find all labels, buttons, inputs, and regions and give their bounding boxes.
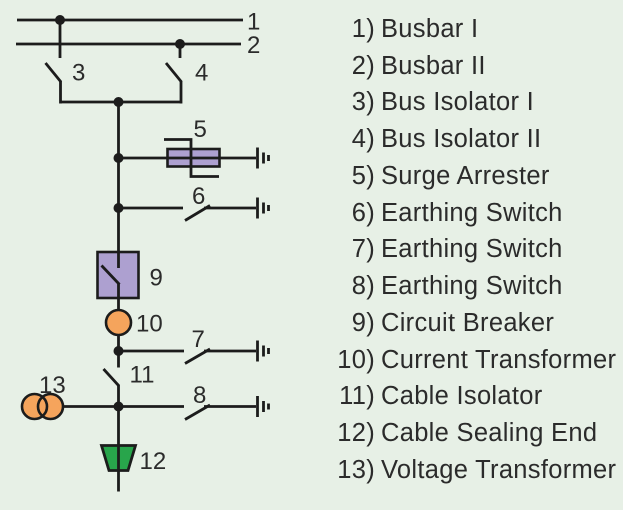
junction-dot [113,153,124,163]
legend-item-label: Busbar I [381,14,479,43]
earth-symbol [256,147,270,169]
switch-blade [102,368,121,387]
legend-item: 12) Cable Sealing End [330,419,622,448]
cable-isolator-symbol [102,368,121,492]
legend-item-number: 9) [351,308,375,337]
junction-dot [113,97,124,107]
earthing-switch-8 [118,396,270,421]
legend-item-number: 13) [337,455,375,484]
earthing-switch-6-label: 6 [192,183,205,210]
busbar-section [16,18,243,58]
legend-item: 9) Circuit Breaker [330,309,622,338]
legend-item: 6) Earthing Switch [330,199,622,228]
bus-isolator-1-label: 3 [72,60,85,87]
busbar-1-label: 1 [247,9,260,36]
junction-dot [175,39,185,49]
cable-sealing-end-label: 12 [140,448,167,475]
legend-item: 11) Cable Isolator [330,382,622,411]
legend-item: 5) Surge Arrester [330,162,622,191]
legend-item-number: 12) [337,419,375,448]
junction-dot [113,401,124,412]
busbar-2-label: 2 [247,32,260,59]
substation-bay-diagram: 1 2 3 4 5 6 7 8 9 10 11 12 13 [16,9,270,492]
legend-item-number: 6) [351,198,375,227]
earthing-switch-7-label: 7 [192,326,205,353]
legend-item: 3) Bus Isolator I [330,88,622,117]
legend-item: 2) Busbar II [330,52,622,81]
legend-item-label: Current Transformer [381,345,617,374]
legend-item-label: Circuit Breaker [381,308,555,337]
earth-symbol [256,197,270,219]
junction-dot [113,346,124,356]
legend-item-label: Bus Isolator I [381,88,535,117]
bus-isolator-2-label: 4 [195,60,208,87]
legend-item-label: Earthing Switch [381,272,563,301]
earth-symbol [256,396,270,417]
surge-arrester-label: 5 [194,116,207,143]
legend-item-label: Earthing Switch [381,235,563,264]
legend-item-label: Surge Arrester [381,161,550,190]
vt-winding-outline [20,392,49,421]
cable-isolator-label: 11 [130,362,155,389]
legend-item-number: 2) [351,51,375,80]
bus-isolator-2-symbol [164,62,183,104]
legend-item: 13) Voltage Transformer [330,456,622,485]
voltage-transformer-symbol [20,392,119,421]
legend-item-label: Cable Isolator [381,382,543,411]
legend-item-number: 8) [351,272,375,301]
current-transformer-symbol [104,308,133,337]
legend-item-label: Voltage Transformer [381,455,617,484]
earthing-switch-8-label: 8 [193,382,206,409]
legend-item: 4) Bus Isolator II [330,125,622,154]
legend-item-label: Bus Isolator II [381,125,542,154]
circuit-breaker-label: 9 [150,265,163,292]
legend-item-number: 4) [351,125,375,154]
junction-dot [113,203,124,213]
junction-dot [55,15,65,25]
switch-blade [44,62,63,83]
current-transformer-label: 10 [136,311,163,338]
bus-isolator-1-symbol [44,62,63,104]
legend-item: 7) Earthing Switch [330,235,622,264]
legend-item-label: Earthing Switch [381,198,563,227]
legend-item: 10) Current Transformer [330,346,622,375]
earth-symbol [256,340,270,362]
earthing-switch-7 [118,340,270,365]
earthing-switch-6 [118,197,270,222]
legend-item-number: 11) [339,382,375,411]
legend-item-label: Busbar II [381,51,486,80]
switch-blade [164,62,183,83]
legend-item-label: Cable Sealing End [381,419,598,448]
component-legend: 1) Busbar I 2) Busbar II 3) Bus Isolator… [330,11,622,489]
legend-item-number: 7) [351,235,375,264]
legend-item: 1) Busbar I [330,15,622,44]
legend-item-number: 1) [351,14,375,43]
legend-item-number: 10) [337,345,375,374]
legend-item-number: 3) [351,88,375,117]
voltage-transformer-label: 13 [39,372,66,399]
legend-item-number: 5) [351,161,375,190]
surge-arrester-branch [118,138,270,178]
legend-item: 8) Earthing Switch [330,272,622,301]
breaker-blade [100,264,121,286]
